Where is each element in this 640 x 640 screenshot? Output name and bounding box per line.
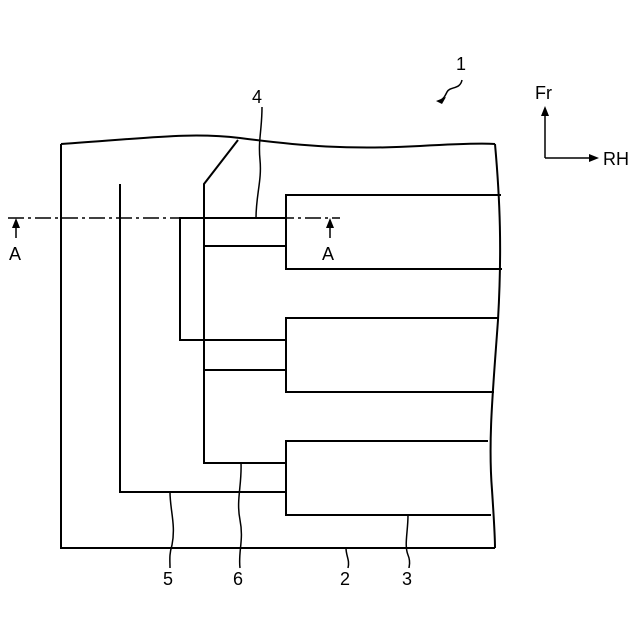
- right-label: RH: [603, 149, 629, 169]
- inner-line-6: [204, 140, 286, 463]
- block-bottom: [286, 441, 491, 515]
- forward-arrow-head: [541, 106, 549, 116]
- section-arrow-right-head: [326, 218, 334, 228]
- block-top: [286, 195, 502, 269]
- leader-2: [346, 548, 349, 568]
- body-outline: [61, 136, 500, 548]
- upper-lead-4: [180, 218, 286, 340]
- label-2: 2: [340, 569, 350, 589]
- section-label-right: A: [322, 244, 334, 264]
- leader-3: [406, 515, 409, 568]
- label-5: 5: [163, 569, 173, 589]
- label-3: 3: [402, 569, 412, 589]
- block-middle: [286, 318, 498, 392]
- leader-6: [239, 463, 242, 568]
- right-arrow-head: [589, 154, 599, 162]
- figure-leader-arrow: [436, 97, 446, 104]
- label-4: 4: [252, 87, 262, 107]
- section-label-left: A: [9, 244, 21, 264]
- figure-number-label: 1: [456, 54, 466, 74]
- section-arrow-left-head: [12, 218, 20, 228]
- figure-leader: [441, 80, 462, 100]
- leader-4: [256, 107, 262, 218]
- leader-5: [170, 492, 174, 568]
- label-6: 6: [233, 569, 243, 589]
- forward-label: Fr: [535, 83, 552, 103]
